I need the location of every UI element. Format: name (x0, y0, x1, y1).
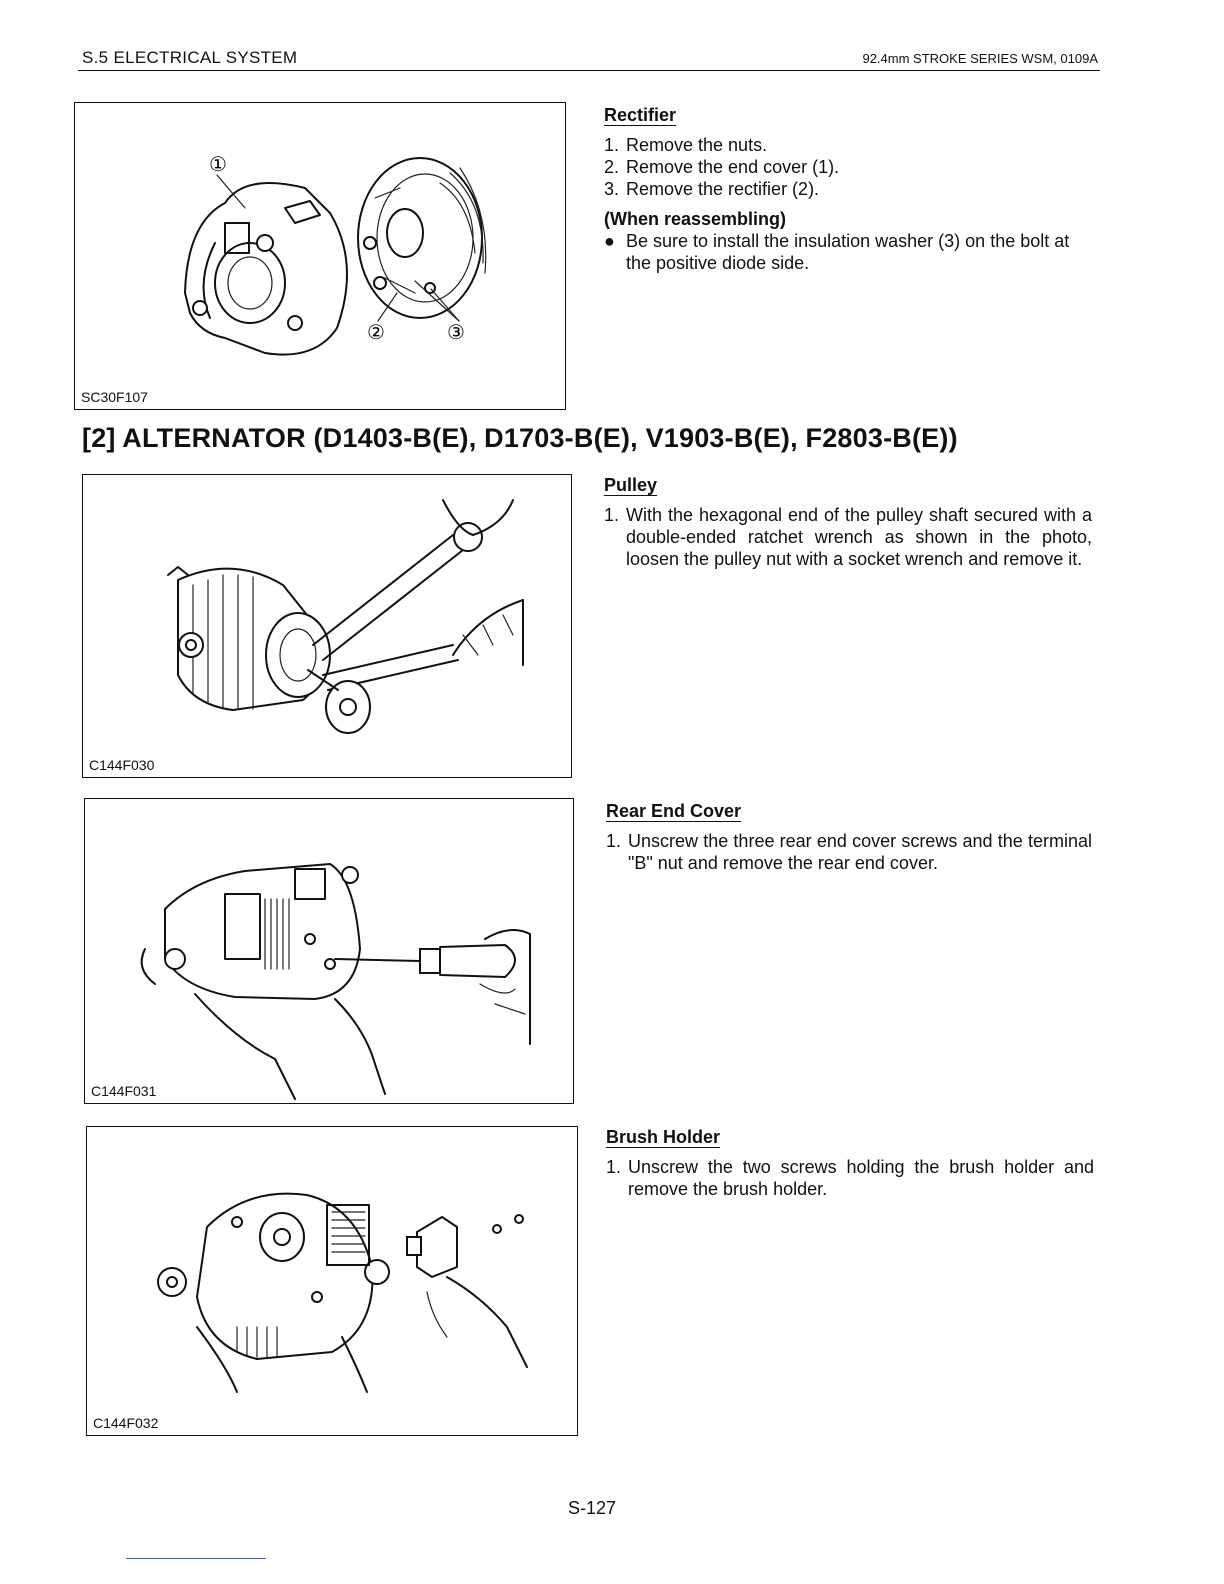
header-section-title: S.5 ELECTRICAL SYSTEM (82, 48, 298, 67)
step-number: 3. (604, 179, 620, 199)
reassembling-note: ● Be sure to install the insulation wash… (604, 230, 1092, 274)
step-number: 1. (606, 831, 622, 851)
step-item: 1. With the hexagonal end of the pulley s… (604, 504, 1092, 570)
rear-end-cover-figure: C144F031 (84, 798, 574, 1104)
bullet-icon: ● (604, 231, 615, 251)
rectifier-steps: 1. Remove the nuts. 2. Remove the end cove… (604, 134, 1092, 200)
step-item: 3. Remove the rectifier (2). (604, 178, 1092, 200)
reassembling-text: Be sure to install the insulation washer… (626, 231, 1070, 273)
rear-end-cover-instructions: Rear End Cover 1. Unscrew the three rear … (606, 800, 1092, 874)
pulley-steps: 1. With the hexagonal end of the pulley s… (604, 504, 1092, 570)
step-item: 1. Unscrew the two screws holding the bru… (606, 1156, 1094, 1200)
callout-2: ② (367, 320, 385, 344)
header-series: 92.4mm STROKE SERIES WSM, 0109A (862, 51, 1098, 66)
brush-holder-title: Brush Holder (606, 1127, 721, 1147)
step-text: Remove the end cover (1). (626, 157, 840, 177)
step-item: 1. Remove the nuts. (604, 134, 1092, 156)
figure-code: SC30F107 (81, 389, 148, 405)
reassembling-title: (When reassembling) (604, 209, 787, 229)
step-text: Remove the nuts. (626, 135, 768, 155)
figure-code: C144F031 (91, 1083, 157, 1099)
footer-divider (126, 1558, 266, 1559)
step-number: 1. (604, 505, 620, 525)
figure-code: C144F032 (93, 1415, 159, 1431)
brush-holder-illustration (157, 1192, 528, 1393)
step-text: Unscrew the two screws holding the brush… (628, 1157, 1094, 1199)
rectifier-illustration: ① ② ③ (184, 152, 487, 356)
rear-end-cover-illustration (140, 863, 531, 1100)
pulley-title: Pulley (604, 475, 658, 495)
pulley-instructions: Pulley 1. With the hexagonal end of the p… (604, 474, 1092, 570)
rear-end-cover-title: Rear End Cover (606, 801, 742, 821)
rectifier-instructions: Rectifier 1. Remove the nuts. 2. Remove th… (604, 104, 1092, 274)
step-text: Unscrew the three rear end cover screws … (628, 831, 1092, 873)
step-text: With the hexagonal end of the pulley sha… (626, 505, 1092, 569)
page-number: S-127 (567, 1498, 617, 1518)
brush-holder-steps: 1. Unscrew the two screws holding the bru… (606, 1156, 1094, 1200)
step-item: 1. Unscrew the three rear end cover screw… (606, 830, 1092, 874)
step-number: 2. (604, 157, 620, 177)
step-number: 1. (606, 1157, 622, 1177)
rectifier-figure: ① ② ③ SC30F107 (74, 102, 566, 410)
header-divider (78, 70, 1100, 71)
pulley-illustration (167, 499, 524, 734)
step-number: 1. (604, 135, 620, 155)
callout-1: ① (209, 152, 227, 176)
pulley-figure: C144F030 (82, 474, 572, 778)
step-item: 2. Remove the end cover (1). (604, 156, 1092, 178)
brush-holder-figure: C144F032 (86, 1126, 578, 1436)
section-title: [2] ALTERNATOR (D1403-B(E), D1703-B(E), … (82, 423, 958, 453)
brush-holder-instructions: Brush Holder 1. Unscrew the two screws ho… (606, 1126, 1094, 1200)
figure-code: C144F030 (89, 757, 155, 773)
rectifier-title: Rectifier (604, 105, 677, 125)
step-text: Remove the rectifier (2). (626, 179, 820, 199)
callout-3: ③ (447, 320, 465, 344)
rear-end-cover-steps: 1. Unscrew the three rear end cover screw… (606, 830, 1092, 874)
